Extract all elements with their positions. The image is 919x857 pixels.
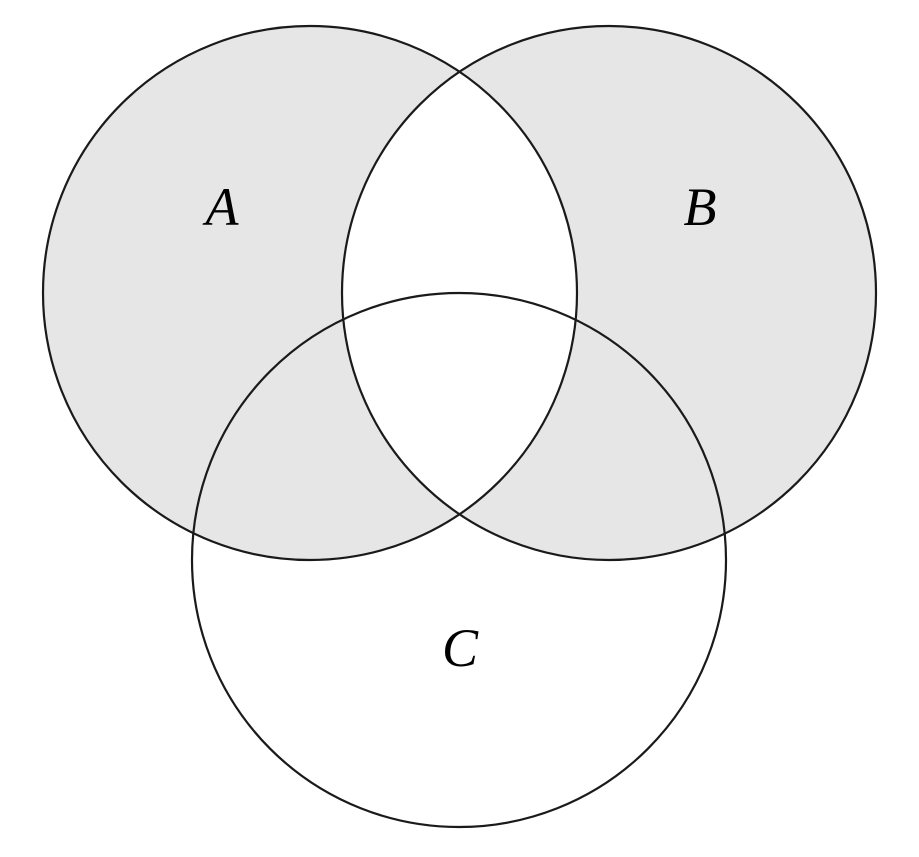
venn-circle-outlines [41, 24, 878, 829]
venn-set-labels: A B C [203, 177, 717, 678]
set-label-a: A [203, 177, 240, 237]
set-circle-c[interactable] [190, 291, 728, 829]
set-label-c: C [442, 618, 479, 678]
set-label-b: B [684, 177, 717, 237]
set-circle-a[interactable] [41, 24, 579, 562]
set-circle-b[interactable] [340, 24, 878, 562]
